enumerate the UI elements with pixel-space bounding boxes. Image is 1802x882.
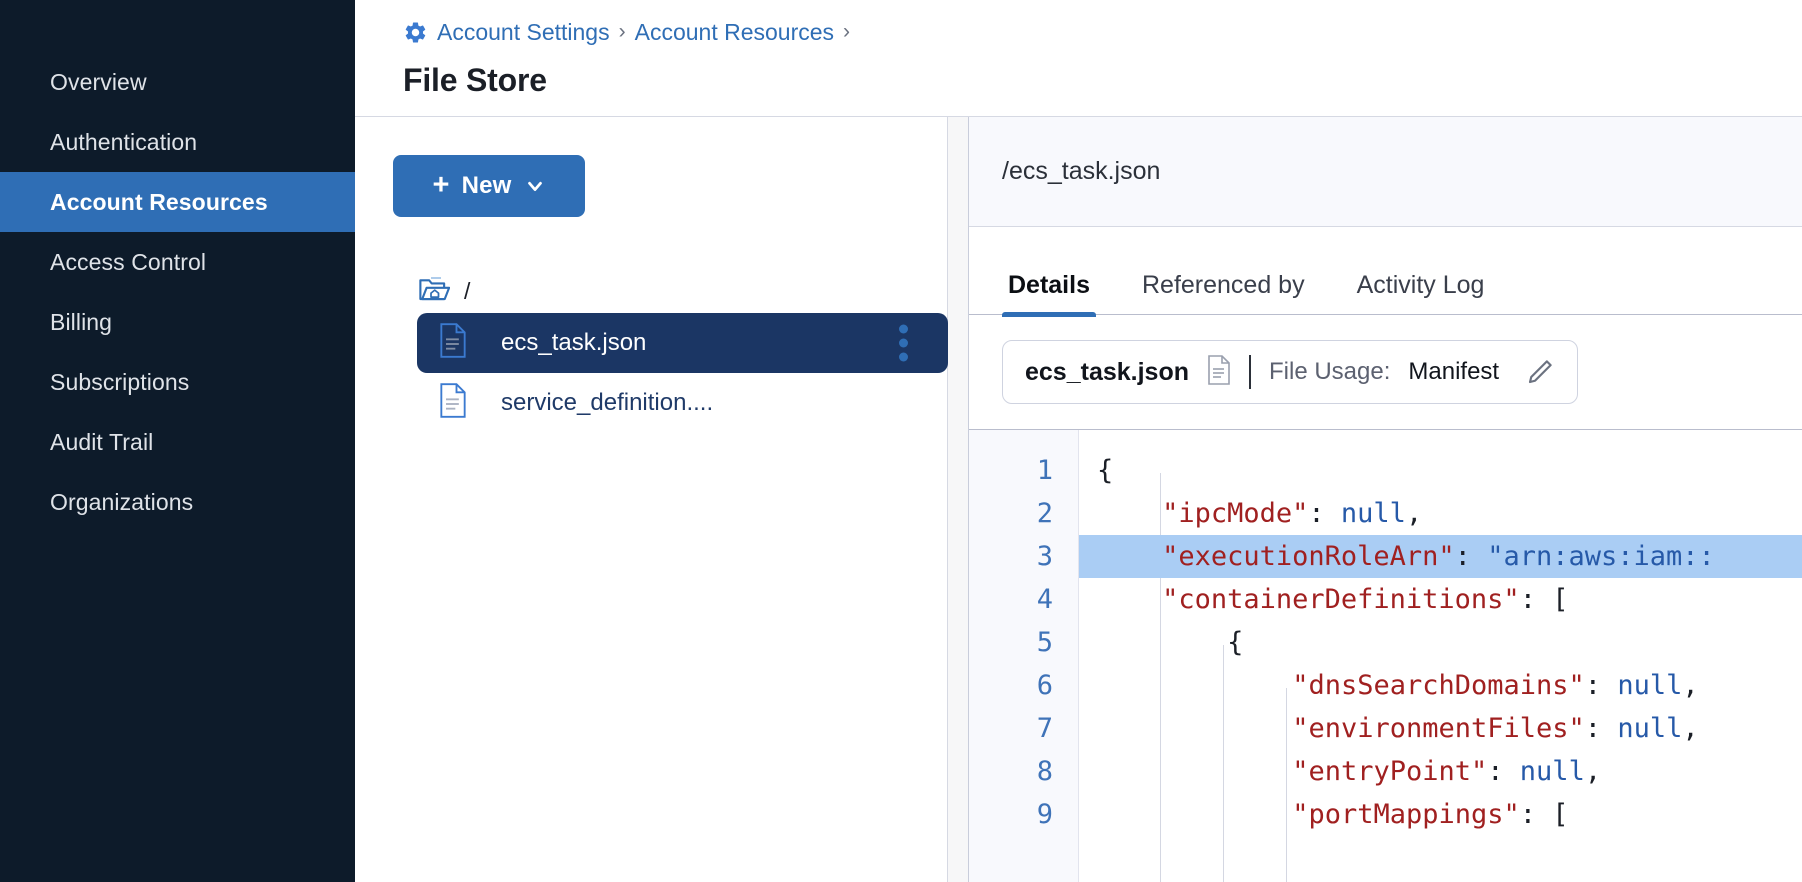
sidebar-item-account-resources[interactable]: Account Resources — [0, 172, 355, 232]
file-json-icon — [439, 383, 467, 423]
file-usage-section: ecs_task.json File Usage: — [969, 315, 1802, 429]
tree-root-folder[interactable]: / — [393, 269, 947, 313]
tab-label: Activity Log — [1356, 271, 1485, 299]
tab-details[interactable]: Details — [1002, 271, 1096, 317]
breadcrumb-link-account-settings[interactable]: Account Settings — [437, 18, 610, 45]
file-detail-pane: /ecs_task.json Details Referenced by Act… — [969, 117, 1802, 882]
file-tree-pane: + New — [355, 117, 948, 882]
sidebar-item-organizations[interactable]: Organizations — [0, 472, 355, 532]
new-button[interactable]: + New — [393, 155, 585, 217]
line-number: 6 — [1036, 670, 1053, 701]
file-json-icon — [439, 323, 467, 363]
file-path-text: /ecs_task.json — [1002, 157, 1161, 185]
editor-line-numbers: 1 2 3 4 5 6 7 8 9 — [969, 430, 1079, 882]
code-line: { — [1097, 455, 1114, 486]
code-line: "portMappings": [ — [1292, 799, 1569, 830]
chevron-down-icon — [524, 175, 546, 197]
tree-file-ecs-task-json[interactable]: ecs_task.json — [417, 313, 948, 373]
detail-tabs: Details Referenced by Activity Log — [969, 227, 1802, 317]
sidebar-item-label: Subscriptions — [50, 368, 190, 395]
gear-icon — [403, 20, 428, 45]
file-usage-card: ecs_task.json File Usage: — [1002, 340, 1579, 404]
pane-splitter[interactable] — [947, 117, 969, 882]
breadcrumb-link-account-resources[interactable]: Account Resources — [634, 18, 835, 45]
sidebar-item-label: Billing — [50, 308, 113, 335]
breadcrumb-separator-trailing: › — [843, 20, 851, 43]
sidebar: Overview Authentication Account Resource… — [0, 0, 355, 882]
usage-file-name: ecs_task.json — [1025, 357, 1189, 386]
file-tree: / ecs_task.json — [393, 269, 948, 433]
tree-file-label: ecs_task.json — [501, 329, 647, 356]
new-button-label: New — [461, 172, 512, 199]
line-number: 9 — [1036, 799, 1053, 830]
tab-label: Referenced by — [1141, 271, 1305, 299]
document-icon — [1207, 354, 1231, 390]
code-line: { — [1227, 627, 1244, 658]
card-divider — [1249, 355, 1251, 389]
line-number: 7 — [1036, 713, 1053, 744]
line-number: 4 — [1036, 584, 1053, 615]
sidebar-item-label: Access Control — [50, 248, 207, 275]
tree-file-service-definition[interactable]: service_definition.... — [417, 373, 948, 433]
code-line-highlighted: "executionRoleArn": "arn:aws:iam:: — [1079, 535, 1802, 578]
line-number: 3 — [1036, 541, 1053, 572]
usage-value: Manifest — [1408, 358, 1500, 385]
tree-file-label: service_definition.... — [501, 389, 714, 416]
json-code-editor[interactable]: 1 2 3 4 5 6 7 8 9 { — [969, 429, 1802, 882]
code-line: "containerDefinitions": [ — [1162, 584, 1569, 615]
sidebar-item-label: Account Resources — [50, 188, 268, 215]
tab-label: Details — [1008, 271, 1090, 299]
line-number: 5 — [1036, 627, 1053, 658]
breadcrumb: Account Settings › Account Resources › — [403, 12, 1802, 52]
pencil-edit-icon[interactable] — [1525, 357, 1555, 387]
sidebar-item-billing[interactable]: Billing — [0, 292, 355, 352]
sidebar-item-audit-trail[interactable]: Audit Trail — [0, 412, 355, 472]
usage-label: File Usage: — [1269, 358, 1391, 385]
sidebar-item-authentication[interactable]: Authentication — [0, 112, 355, 172]
code-line: "environmentFiles": null, — [1292, 713, 1699, 744]
sidebar-item-label: Audit Trail — [50, 428, 154, 455]
sidebar-item-label: Overview — [50, 68, 147, 95]
code-line: "dnsSearchDomains": null, — [1292, 670, 1699, 701]
line-number: 8 — [1036, 756, 1053, 787]
sidebar-item-label: Organizations — [50, 488, 194, 515]
sidebar-item-overview[interactable]: Overview — [0, 52, 355, 112]
tab-activity-log[interactable]: Activity Log — [1351, 271, 1491, 314]
line-number: 1 — [1036, 455, 1053, 486]
page-header: Account Settings › Account Resources › F… — [355, 0, 1802, 117]
breadcrumb-separator: › — [618, 20, 626, 43]
sidebar-item-subscriptions[interactable]: Subscriptions — [0, 352, 355, 412]
sidebar-item-access-control[interactable]: Access Control — [0, 232, 355, 292]
file-path-bar: /ecs_task.json — [969, 117, 1802, 227]
plus-icon: + — [432, 168, 450, 201]
folder-home-icon — [417, 274, 451, 309]
code-line: "ipcMode": null, — [1162, 498, 1423, 529]
code-line: "entryPoint": null, — [1292, 756, 1602, 787]
tab-referenced-by[interactable]: Referenced by — [1136, 271, 1311, 314]
page-title: File Store — [403, 62, 547, 98]
tree-root-label: / — [464, 277, 471, 304]
line-number: 2 — [1036, 498, 1053, 529]
editor-code-content[interactable]: { "ipcMode": null, "executionRoleArn": "… — [1079, 430, 1802, 882]
sidebar-item-label: Authentication — [50, 128, 198, 155]
kebab-menu-icon[interactable] — [899, 324, 908, 362]
